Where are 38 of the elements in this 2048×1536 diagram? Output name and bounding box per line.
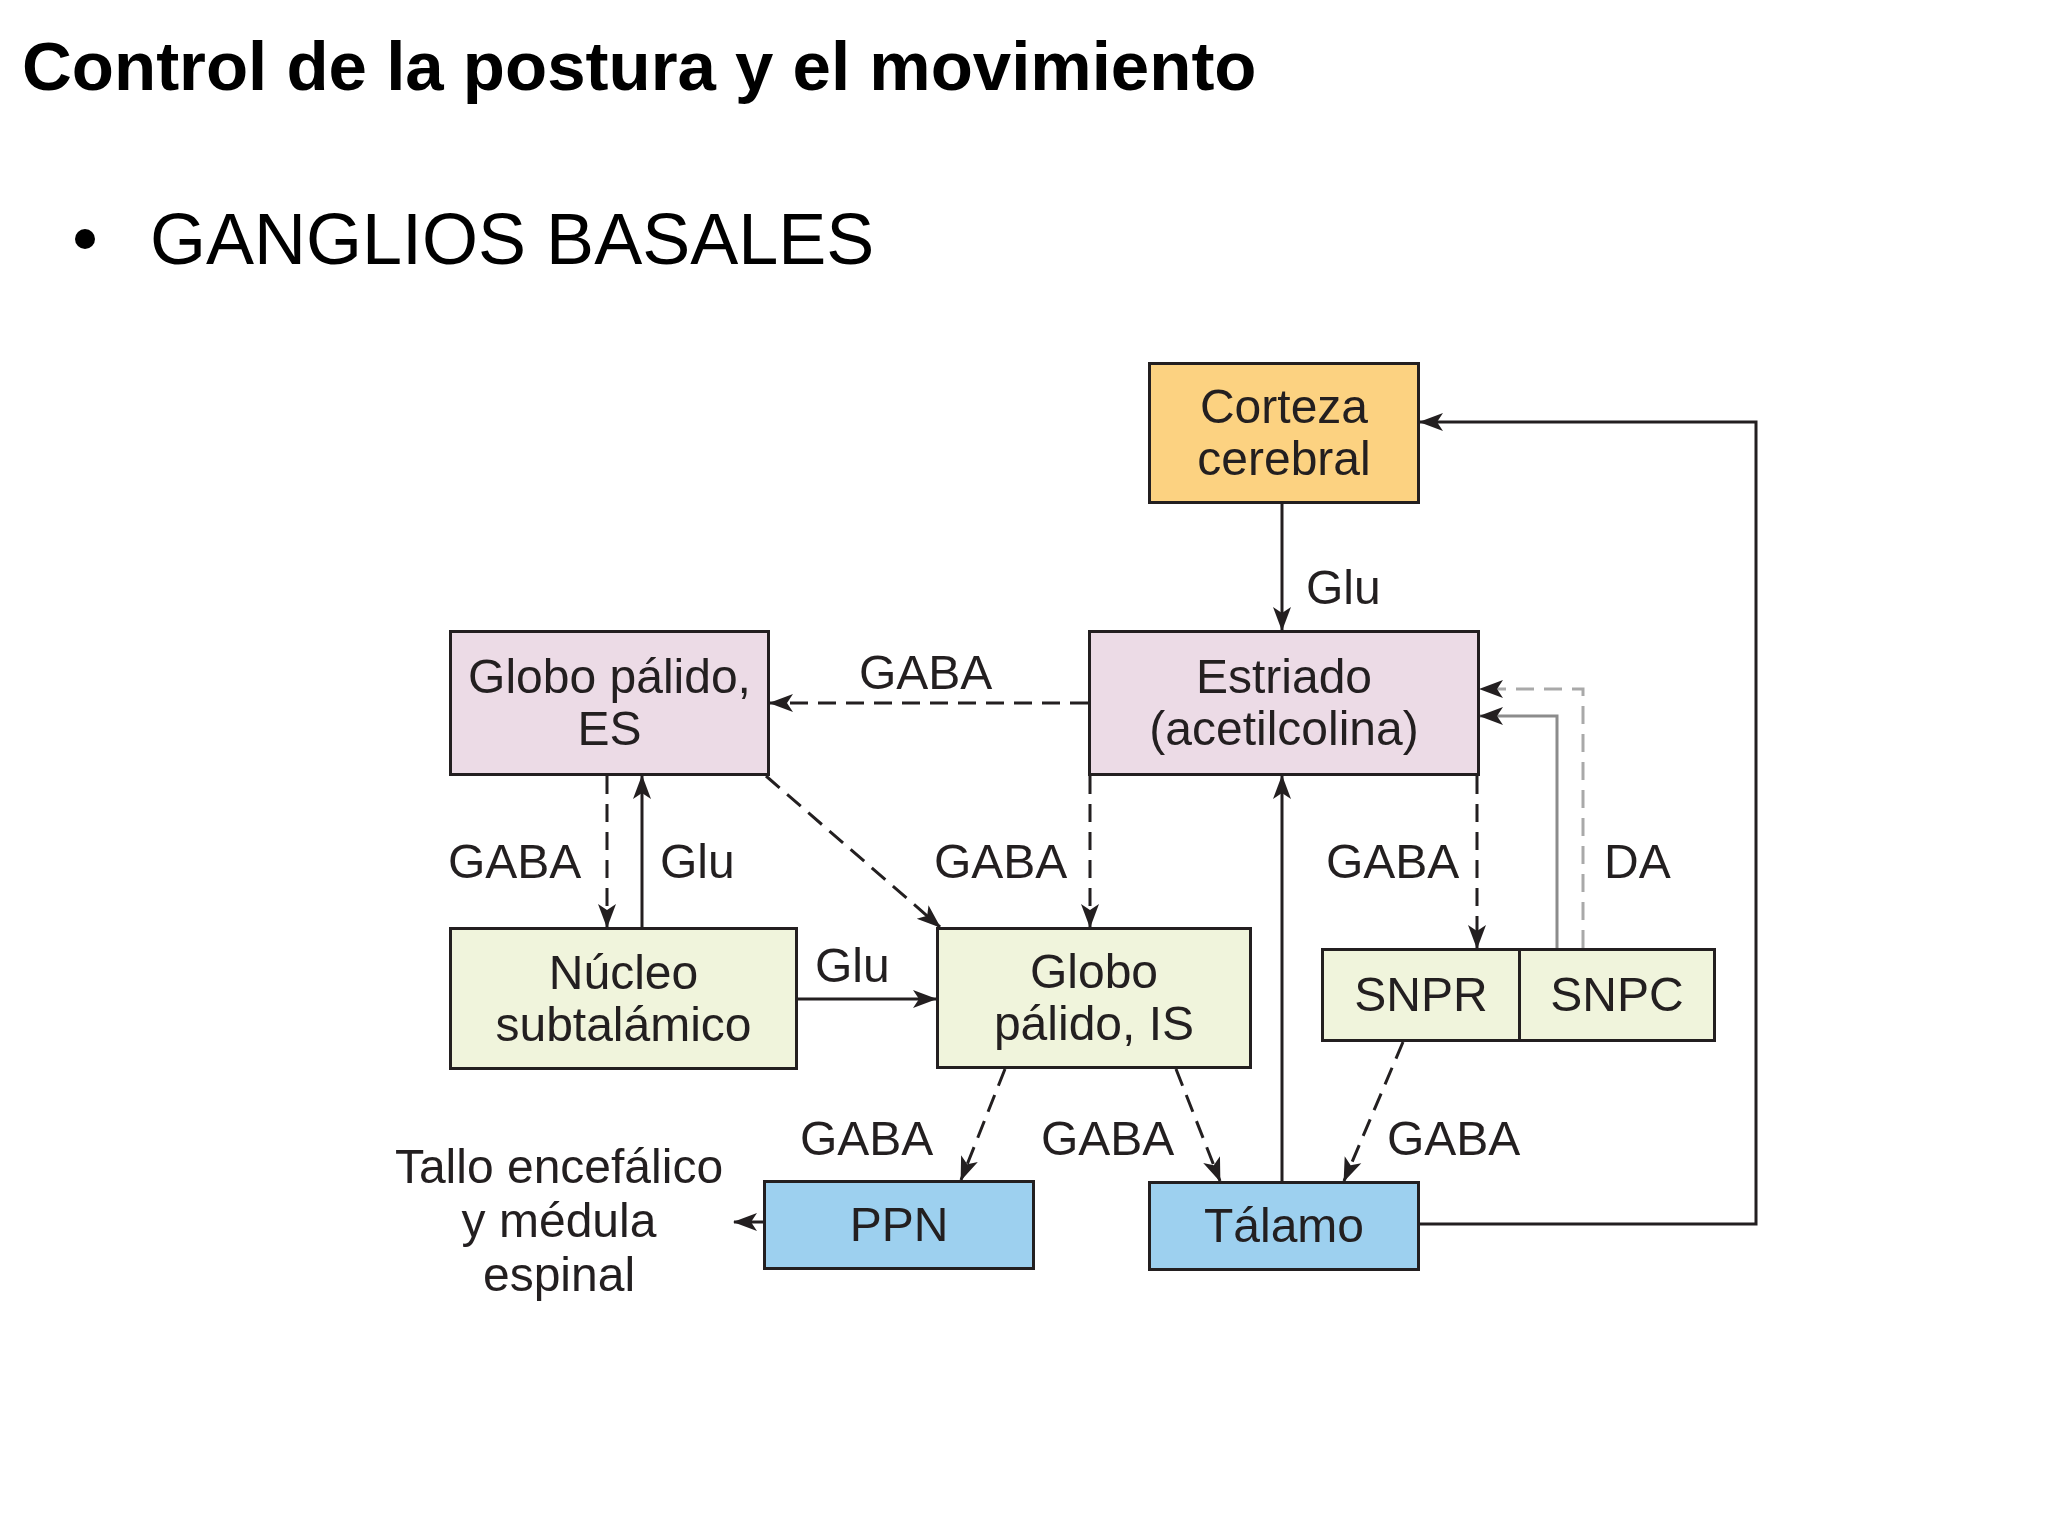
edge-label: GABA [800, 1113, 934, 1165]
edge-label: Glu [815, 940, 890, 992]
dashed-arrow [765, 774, 941, 929]
edge-label: GABA [1387, 1113, 1521, 1165]
dashed-arrow [769, 694, 1088, 712]
arrow [1419, 413, 1758, 1226]
edge-label: GABA [934, 836, 1068, 888]
arrow [733, 1213, 763, 1231]
edge-label: GABA [448, 836, 582, 888]
edge-label: DA [1604, 836, 1671, 888]
arrow [1273, 504, 1291, 631]
arrow [798, 990, 937, 1008]
region-box: SNPC [1518, 948, 1716, 1042]
edge-label: Glu [660, 836, 735, 888]
edge-label: GABA [859, 647, 993, 699]
region-box: PPN [763, 1180, 1035, 1270]
edge-label: Glu [1306, 562, 1381, 614]
target-label: Tallo encefálico y médula espinal [384, 1140, 734, 1302]
bullet-heading: GANGLIOS BASALES [150, 203, 875, 275]
dashed-arrow [1081, 776, 1099, 928]
dashed-arrow [959, 1068, 1007, 1181]
dashed-arrow [1342, 1041, 1405, 1182]
edge-label: GABA [1041, 1113, 1175, 1165]
region-box: Globo pálido, IS [936, 927, 1252, 1069]
region-box: SNPR [1321, 948, 1521, 1042]
dashed-arrow [1468, 776, 1486, 949]
edge-label: GABA [1326, 836, 1460, 888]
region-box: Tálamo [1148, 1181, 1420, 1271]
dashed-arrow [1174, 1068, 1222, 1182]
region-box: Globo pálido, ES [449, 630, 770, 776]
dashed-arrow [1479, 680, 1585, 948]
region-box: Corteza cerebral [1148, 362, 1420, 504]
arrow [1273, 775, 1291, 1181]
arrow [1479, 707, 1559, 948]
region-box: Estriado (acetilcolina) [1088, 630, 1480, 776]
arrow [633, 775, 651, 927]
region-box: Núcleo subtalámico [449, 927, 798, 1070]
dashed-arrow [598, 776, 616, 928]
